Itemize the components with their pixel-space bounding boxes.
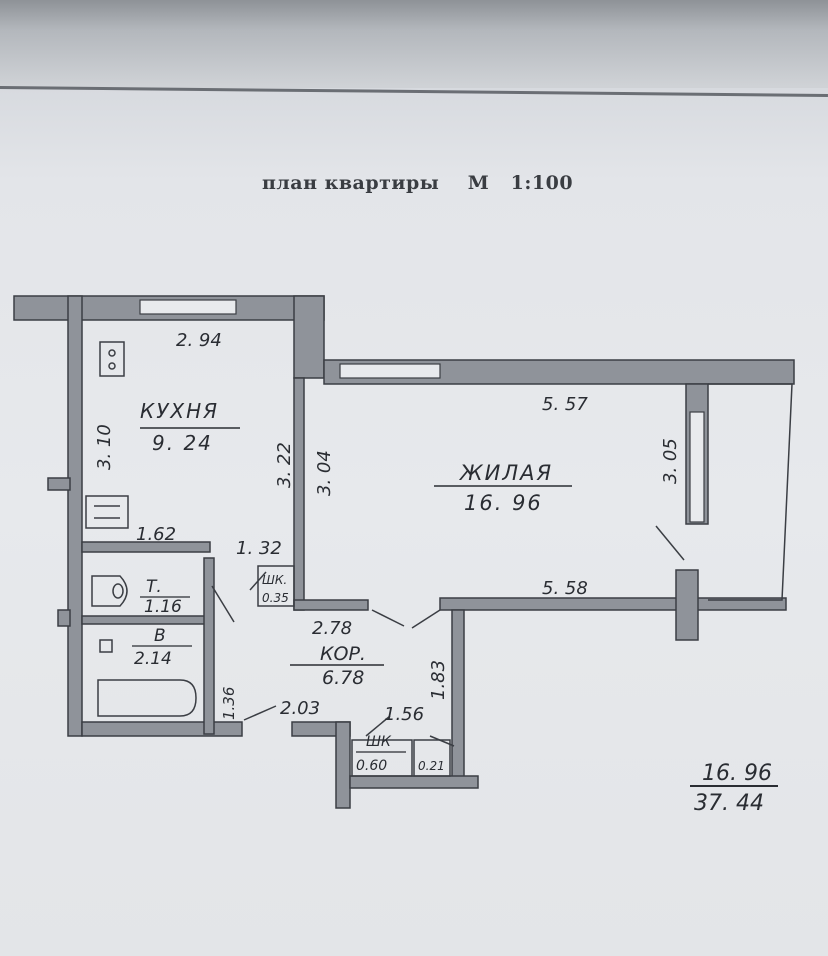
dim-kitchen-width: 2. 94 bbox=[176, 330, 222, 351]
dim-kitchen-bottom: 1.62 bbox=[136, 524, 176, 545]
bath-area: 2.14 bbox=[134, 649, 172, 669]
toilet-name: Т. bbox=[146, 577, 162, 597]
paper-top-shadow bbox=[0, 0, 828, 88]
summary-living-area: 16. 96 bbox=[702, 761, 772, 786]
wall-corridor-top bbox=[293, 599, 369, 611]
corridor-name: КОР. bbox=[320, 643, 366, 665]
closet3-area: 0.21 bbox=[418, 759, 445, 773]
dim-living-right: 3. 05 bbox=[660, 438, 681, 484]
wall-bath-bottom bbox=[81, 721, 243, 737]
dim-living-left: 3. 04 bbox=[314, 450, 335, 496]
closet2-name: ШК bbox=[366, 734, 392, 750]
dim-living-top: 5. 57 bbox=[542, 394, 588, 415]
wall-stub-1 bbox=[47, 477, 71, 491]
stove-icon bbox=[99, 341, 125, 377]
closet-shk-2 bbox=[351, 739, 413, 777]
corridor-area: 6.78 bbox=[322, 667, 364, 689]
kitchen-name: КУХНЯ bbox=[140, 399, 219, 423]
door-swings bbox=[211, 525, 685, 747]
toilet-icon bbox=[91, 575, 128, 607]
closets bbox=[257, 565, 451, 777]
dim-corridor-bottom: 2.03 bbox=[280, 698, 320, 719]
bath-name: В bbox=[154, 626, 166, 646]
closet-shk-3 bbox=[413, 739, 451, 777]
kitchen-area: 9. 24 bbox=[152, 431, 213, 455]
sink-icon bbox=[85, 495, 129, 529]
closet-shk-1 bbox=[257, 565, 295, 607]
wall-bath-right bbox=[203, 557, 215, 735]
toilet-area: 1.16 bbox=[144, 597, 182, 617]
wall-corridor-right bbox=[451, 609, 465, 787]
window-right bbox=[689, 411, 705, 523]
wall-closet-bottom bbox=[349, 775, 479, 789]
dim-corridor-right: 1.83 bbox=[428, 660, 449, 700]
wall-living-bottom bbox=[439, 597, 787, 611]
windows bbox=[139, 299, 705, 523]
summary-total-area: 37. 44 bbox=[694, 791, 764, 816]
living-name: ЖИЛАЯ bbox=[458, 461, 553, 485]
dim-bath-height: 1.36 bbox=[220, 687, 238, 720]
dim-kitchen-left: 3. 10 bbox=[94, 424, 115, 470]
wall-entrance-post bbox=[335, 721, 351, 809]
window-living bbox=[339, 363, 441, 379]
window-kitchen bbox=[139, 299, 237, 315]
closet2-area: 0.60 bbox=[356, 758, 387, 774]
dim-living-bottom: 5. 58 bbox=[542, 578, 588, 599]
wall-left-outer bbox=[67, 295, 83, 737]
dim-corridor-upper: 1. 32 bbox=[236, 538, 282, 559]
wall-kitchen-living-top bbox=[293, 295, 325, 379]
dim-corridor-width: 2.78 bbox=[312, 618, 352, 639]
closet1-name: ШК. bbox=[262, 573, 287, 587]
wall-kitchen-bottom bbox=[81, 541, 211, 553]
plan-title: план квартиры М 1:100 bbox=[262, 172, 574, 194]
wall-stub-2 bbox=[57, 609, 71, 627]
dim-entrance: 1.56 bbox=[384, 704, 424, 725]
closet1-area: 0.35 bbox=[262, 591, 289, 605]
wall-living-pier bbox=[675, 569, 699, 641]
bathtub-icon bbox=[97, 639, 197, 717]
wall-toilet-bottom bbox=[81, 615, 213, 625]
living-area: 16. 96 bbox=[464, 491, 543, 515]
dim-kitchen-right: 3. 22 bbox=[274, 442, 295, 488]
balcony-outline bbox=[708, 383, 793, 601]
wall-kitchen-living bbox=[293, 377, 305, 611]
